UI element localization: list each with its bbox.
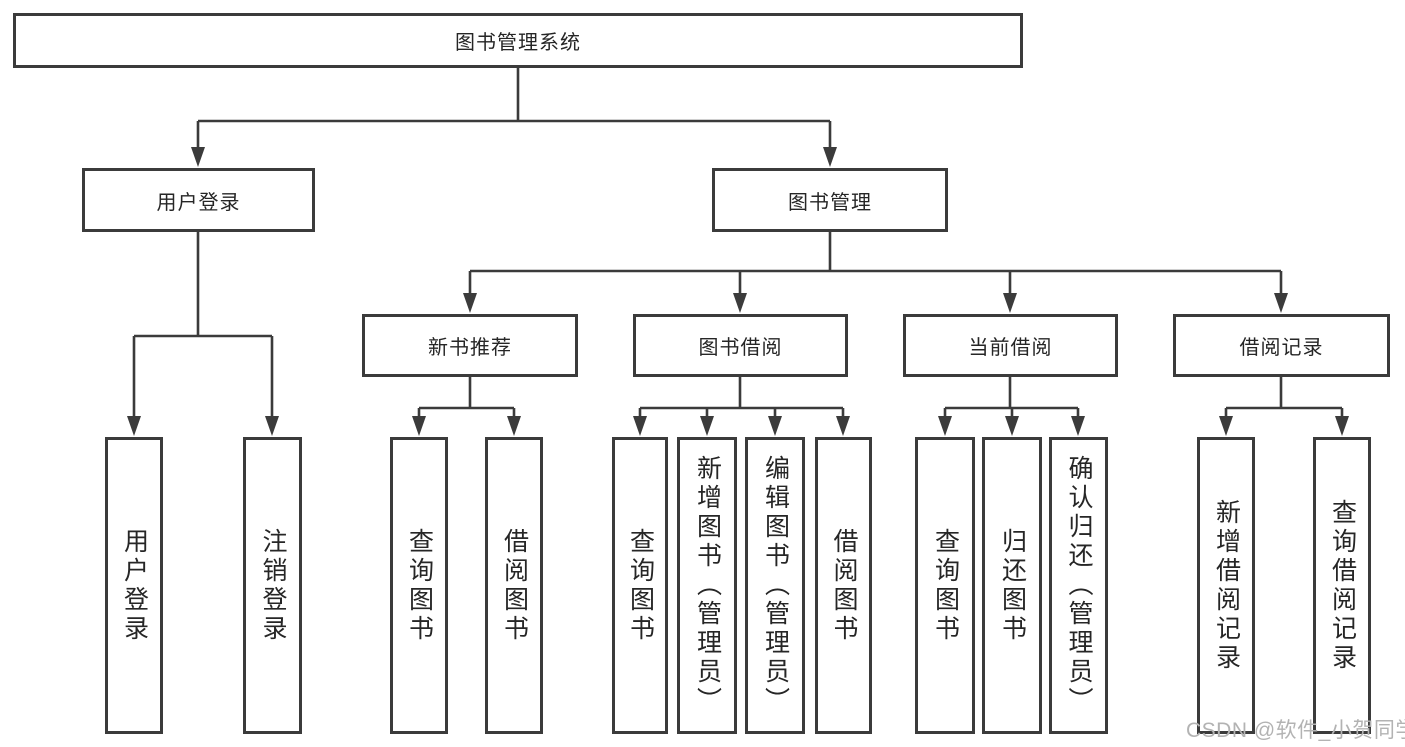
node-root: 图书管理系统 [13, 13, 1023, 68]
node-borrow-records: 借阅记录 [1173, 314, 1390, 377]
leaf-br-add-record: 新增借阅记录 [1197, 437, 1255, 734]
leaf-nbr-borrow-books: 借阅图书 [485, 437, 543, 734]
leaf-bb-query-books: 查询图书 [612, 437, 668, 734]
node-user-login: 用户登录 [82, 168, 315, 232]
node-book-borrow: 图书借阅 [633, 314, 848, 377]
csdn-watermark: CSDN @软件_小贺同学 [1186, 719, 1405, 742]
leaf-user-login: 用户登录 [105, 437, 163, 734]
leaf-cb-query-books: 查询图书 [915, 437, 975, 734]
node-book-management: 图书管理 [712, 168, 948, 232]
leaf-br-query-record: 查询借阅记录 [1313, 437, 1371, 734]
leaf-cb-return-books: 归还图书 [982, 437, 1042, 734]
node-current-borrow: 当前借阅 [903, 314, 1118, 377]
leaf-bb-borrow-books: 借阅图书 [815, 437, 872, 734]
node-new-book-recommend: 新书推荐 [362, 314, 578, 377]
leaf-logout: 注销登录 [243, 437, 302, 734]
leaf-bb-edit-books-admin: 编辑图书（管理员） [745, 437, 805, 734]
leaf-bb-add-books-admin: 新增图书（管理员） [677, 437, 737, 734]
arrowhead-icons [127, 147, 1349, 436]
leaf-cb-confirm-return-admin: 确认归还（管理员） [1049, 437, 1108, 734]
leaf-nbr-query-books: 查询图书 [390, 437, 448, 734]
